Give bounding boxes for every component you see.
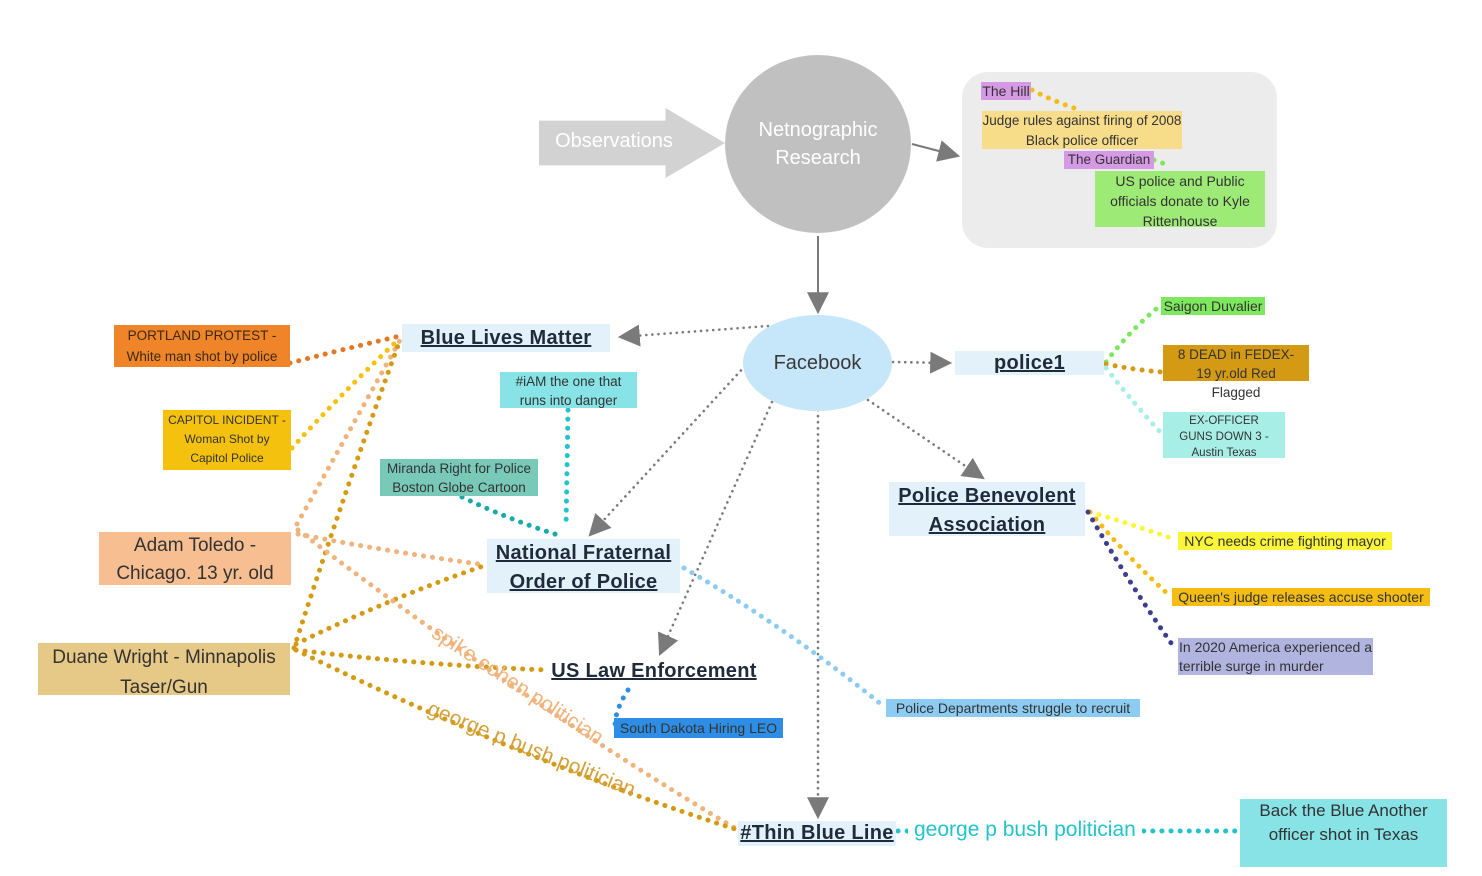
note-iam-danger[interactable]: #iAM the one that runs into danger — [500, 372, 637, 408]
facebook-label: Facebook — [773, 351, 862, 374]
source-judge-rules[interactable]: Judge rules against firing of 2008 Black… — [982, 111, 1182, 149]
source-the-hill[interactable]: The Hill — [981, 82, 1031, 100]
link-portland — [287, 333, 403, 366]
topic-blue-lives-matter[interactable]: Blue Lives Matter — [402, 324, 610, 352]
topic-police-benevolent[interactable]: Police Benevolent Association — [889, 482, 1085, 536]
arrow-fb-to-law-enforcement — [657, 400, 774, 657]
link-the-guardian — [1151, 157, 1171, 168]
link-duane-to-fraternal — [293, 562, 489, 647]
link-adam-to-thin-blue — [295, 527, 741, 833]
link-nyc — [1087, 509, 1179, 543]
arrow-research-to-sources — [911, 140, 961, 162]
note-nyc-mayor[interactable]: NYC needs crime fighting mayor — [1178, 532, 1392, 550]
link-duane-to-blm — [291, 337, 403, 651]
note-surge-murder[interactable]: In 2020 America experienced a terrible s… — [1178, 638, 1373, 675]
link-miranda — [459, 494, 561, 538]
topic-thin-blue-line[interactable]: #Thin Blue Line — [738, 821, 896, 846]
arrow-fb-to-fraternal — [588, 364, 747, 537]
note-police-recruit[interactable]: Police Departments struggle to recruit — [886, 699, 1140, 717]
facebook-node[interactable]: Facebook — [743, 315, 892, 411]
note-saigon-duvalier[interactable]: Saigon Duvalier — [1161, 297, 1265, 315]
source-the-guardian[interactable]: The Guardian — [1064, 151, 1154, 169]
note-duane-wright[interactable]: Duane Wright - Minnapolis Taser/Gun — [38, 643, 290, 698]
arrow-fb-to-blue-lives — [617, 324, 770, 347]
observations-label: Observations — [555, 130, 673, 152]
link-fraternal-to-recruit — [681, 565, 885, 708]
link-saigon — [1103, 301, 1165, 365]
link-duane-to-law — [293, 647, 551, 673]
note-capitol-incident[interactable]: CAPITOL INCIDENT - Woman Shot by Capitol… — [163, 410, 291, 470]
note-back-the-blue[interactable]: Back the Blue Another officer shot in Te… — [1240, 799, 1447, 867]
arrow-fb-to-police1 — [891, 351, 953, 374]
link-fedex — [1103, 361, 1165, 375]
netnographic-research-label: Netnographic Research — [758, 119, 878, 169]
arrow-fb-to-benevolent — [866, 398, 985, 480]
note-ex-officer[interactable]: EX-OFFICER GUNS DOWN 3 - Austin Texas — [1163, 412, 1285, 459]
note-south-dakota[interactable]: South Dakota Hiring LEO — [614, 718, 783, 738]
topic-police1[interactable]: police1 — [955, 351, 1104, 375]
link-surge — [1085, 509, 1179, 653]
topic-us-law-enforcement[interactable]: US Law Enforcement — [551, 660, 757, 682]
link-adam-to-fraternal — [295, 531, 489, 568]
link-duane-to-thin-blue — [293, 647, 741, 833]
topic-national-fraternal[interactable]: National Fraternal Order of Police — [487, 539, 680, 593]
link-capitol — [289, 337, 401, 451]
note-adam-toledo[interactable]: Adam Toledo - Chicago. 13 yr. old — [99, 532, 291, 585]
note-miranda-right[interactable]: Miranda Right for Police Boston Globe Ca… — [380, 459, 538, 496]
source-us-police-donate[interactable]: US police and Public officials donate to… — [1095, 171, 1265, 229]
note-fedex[interactable]: 8 DEAD in FEDEX-19 yr.old Red Flagged — [1163, 345, 1309, 400]
edge-label-george-bush-line: george p bush politician — [908, 818, 1142, 842]
netnographic-research-node[interactable]: Netnographic Research — [725, 55, 911, 233]
link-ex-officer — [1103, 365, 1165, 437]
note-queens-judge[interactable]: Queen's judge releases accuse shooter — [1172, 588, 1430, 606]
link-iam — [563, 407, 571, 531]
link-adam-to-blm — [294, 337, 403, 527]
link-the-hill — [1029, 87, 1083, 113]
note-portland-protest[interactable]: PORTLAND PROTEST - White man shot by pol… — [114, 325, 290, 367]
